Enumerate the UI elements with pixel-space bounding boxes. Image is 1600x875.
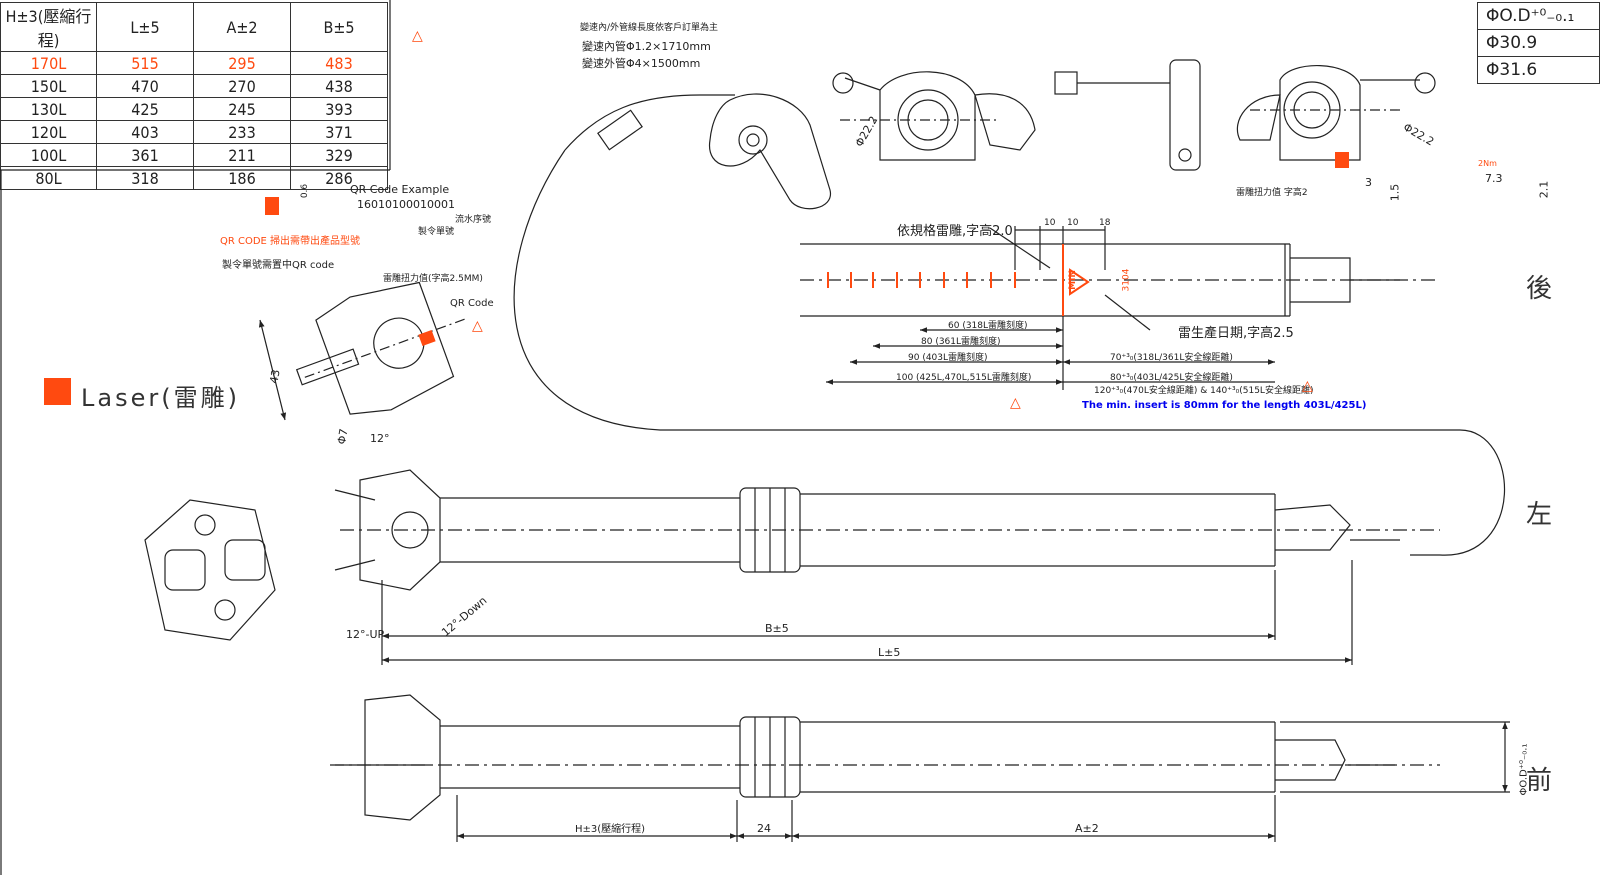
lever-torque-note: 雷雕扭力值 字高2 — [1236, 188, 1308, 198]
qr-dim: 0.6 — [300, 183, 311, 199]
lever-dim-73: 7.3 — [1485, 172, 1503, 185]
head-dim-7: Φ7 — [335, 427, 351, 446]
view-label-left: 左 — [1526, 500, 1553, 530]
date-code: 3104 — [1121, 268, 1132, 292]
dim-10b: 10 — [1067, 218, 1079, 228]
qr-code-label: QR Code — [450, 298, 494, 309]
label-b: B±5 — [765, 622, 789, 635]
seatpost-front-view — [330, 694, 1440, 821]
od-cell: Φ31.6 — [1477, 56, 1600, 84]
min-mark: MIN — [1067, 270, 1078, 290]
qr-example-code: 16010100010001 — [357, 198, 455, 211]
qr-product-note: QR CODE 掃出需帶出產品型號 — [220, 236, 361, 247]
safety-80: 80⁺³₀(403L/425L安全線距離) — [1110, 373, 1233, 383]
spec-cell: 371 — [290, 120, 388, 144]
spec-cell: 270 — [193, 74, 291, 98]
seatpost-head-angled-view — [295, 281, 465, 415]
lever-clamp-front-view — [832, 71, 1036, 161]
laser-color-swatch — [44, 378, 71, 405]
seatpost-side-view — [334, 469, 1440, 591]
spec-header: B±5 — [290, 2, 388, 52]
warning-triangle-icon: △ — [412, 28, 423, 44]
spec-cell: 361 — [96, 143, 194, 167]
label-a: A±2 — [1075, 822, 1099, 835]
cable-note-title: 變速內/外管線長度依客戶訂單為主 — [580, 23, 719, 33]
spec-header-row: H±3(壓縮行程) L±5 A±2 B±5 — [0, 2, 388, 52]
dim-100: 100 (425L,470L,515L雷雕刻度) — [896, 373, 1032, 383]
label-od: ΦO.D⁺⁰₋₀.₁ — [1518, 743, 1530, 796]
spec-row: 120L 403 233 371 — [0, 120, 388, 144]
lever-dim-15: 1.5 — [1388, 183, 1402, 202]
spec-cell: 233 — [193, 120, 291, 144]
qr-serial-label: 流水序號 — [455, 215, 492, 225]
head-dim-43: 43 — [267, 368, 283, 385]
spec-cell: 470 — [96, 74, 194, 98]
clamp-top-view — [144, 499, 276, 641]
laser-tick-marks — [827, 244, 1064, 316]
lever-dim-21: 2.1 — [1537, 180, 1551, 199]
head-up: 12°-UP — [346, 628, 385, 641]
date-note: 雷生產日期,字高2.5 — [1178, 326, 1294, 341]
spec-cell: 425 — [96, 97, 194, 121]
spec-cell: 120L — [0, 120, 97, 144]
safety-120: 120⁺³₀(470L安全線距離) & 140⁺³₀(515L安全線距離) — [1094, 386, 1314, 396]
spec-cell: 393 — [290, 97, 388, 121]
laser-label: Laser(雷雕) — [81, 384, 240, 412]
warning-triangle-icon: △ — [472, 318, 483, 334]
spec-cell: 295 — [193, 51, 291, 75]
view-label-rear: 後 — [1526, 274, 1553, 304]
lever-remote-drawing — [709, 93, 831, 210]
label-l: L±5 — [878, 646, 901, 659]
dim-18: 18 — [1099, 218, 1111, 228]
cable-note-inner: 變速內管Φ1.2×1710mm — [582, 40, 711, 53]
od-table: ΦO.D⁺⁰₋₀.₁ Φ30.9 Φ31.6 — [1477, 2, 1600, 84]
cable-line — [564, 94, 735, 151]
spec-header: L±5 — [96, 2, 194, 52]
spec-header: A±2 — [193, 2, 291, 52]
cable-line — [513, 149, 1506, 556]
label-h: H±3(壓縮行程) — [575, 824, 646, 835]
qr-place-note: 製令單號需置中QR code — [222, 260, 335, 271]
lever-nm: 2Nm — [1478, 159, 1497, 168]
label-24: 24 — [757, 822, 771, 835]
dim-60: 60 (318L雷雕刻度) — [948, 321, 1028, 331]
spec-cell: 483 — [290, 51, 388, 75]
warning-triangle-icon: △ — [1302, 378, 1313, 394]
warning-triangle-icon: △ — [1010, 395, 1021, 411]
qr-order-label: 製令單號 — [418, 227, 455, 237]
spec-table: H±3(壓縮行程) L±5 A±2 B±5 170L 515 295 483 1… — [0, 2, 388, 190]
lever-clamp-side-view — [1054, 59, 1201, 171]
engrave-note: 依規格雷雕,字高2.0 — [897, 224, 1013, 239]
min-insert-note: The min. insert is 80mm for the length 4… — [1082, 400, 1367, 411]
dim-80: 80 (361L雷雕刻度) — [921, 337, 1001, 347]
spec-row-highlight: 170L 515 295 483 — [0, 51, 388, 75]
cable-note-outer: 變速外管Φ4×1500mm — [582, 57, 701, 70]
spec-cell: 438 — [290, 74, 388, 98]
head-angle-12: 12° — [370, 432, 390, 445]
laser-logo-mark — [1069, 268, 1090, 296]
safety-70: 70⁺³₀(318L/361L安全線距離) — [1110, 353, 1233, 363]
lever-clamp-rear-view — [1236, 64, 1436, 161]
view-label-front: 前 — [1526, 766, 1553, 796]
od-cell: Φ30.9 — [1477, 29, 1600, 57]
spec-header: H±3(壓縮行程) — [0, 2, 97, 52]
lever-dim-3: 3 — [1365, 176, 1372, 189]
dim-10a: 10 — [1044, 218, 1056, 228]
qr-swatch — [265, 197, 279, 215]
qr-torque-label: 雷雕扭力值(字高2.5MM) — [383, 274, 483, 284]
seatpost-rear-view — [800, 243, 1440, 317]
qr-example-title: QR Code Example — [350, 183, 450, 196]
dim-90: 90 (403L雷雕刻度) — [908, 353, 988, 363]
spec-row: 100L 361 211 329 — [0, 143, 388, 167]
